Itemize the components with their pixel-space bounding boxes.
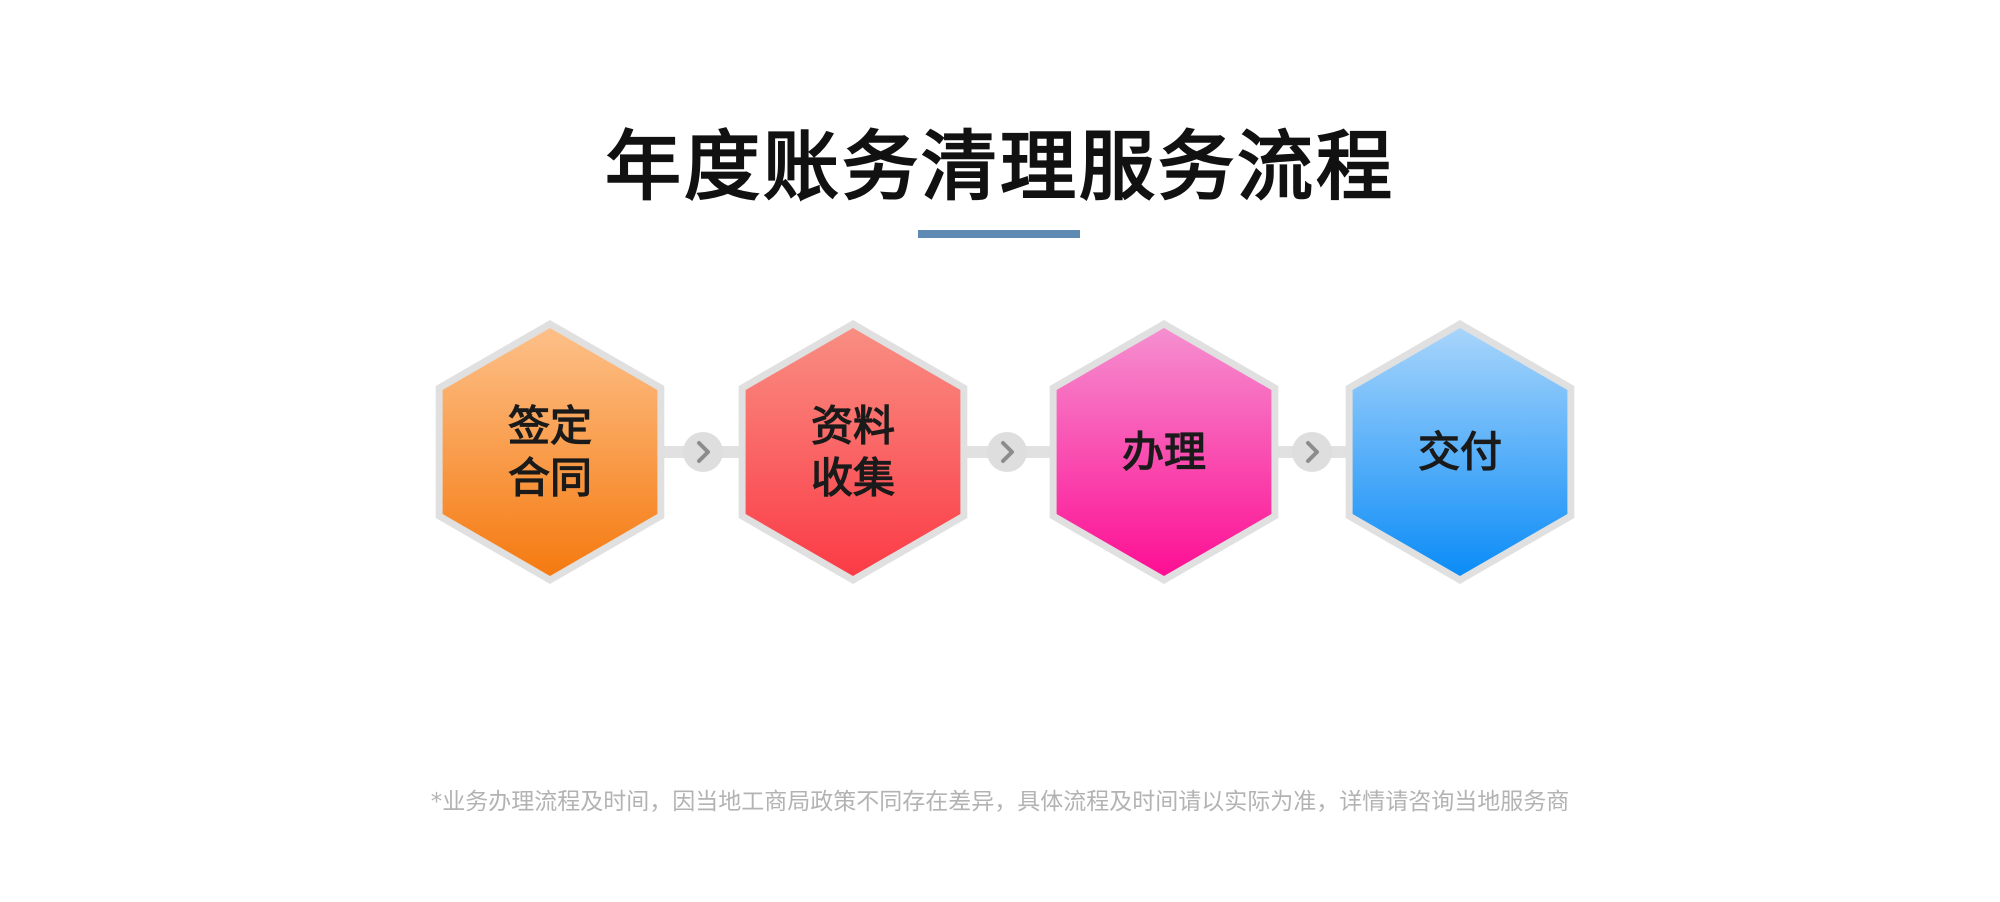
- step-layer: 签定合同资料收集办理交付: [435, 320, 1575, 584]
- page-title: 年度账务清理服务流程: [605, 122, 1395, 211]
- step-3: 办理: [1049, 320, 1279, 584]
- arrow-circle: [987, 432, 1027, 472]
- arrow-connector: [987, 432, 1027, 472]
- hexagon-fill: [1056, 328, 1272, 576]
- arrow-circle: [683, 432, 723, 472]
- hexagon-fill: [442, 328, 658, 576]
- title-underline: [918, 230, 1080, 238]
- step-4: 交付: [1345, 320, 1575, 584]
- chevron-right-icon: [1306, 441, 1319, 463]
- chevron-right-icon: [697, 441, 710, 463]
- step-label: 合同: [508, 454, 592, 503]
- step-label: 交付: [1418, 428, 1502, 477]
- arrow-connector: [1292, 432, 1332, 472]
- step-label: 资料: [811, 402, 895, 451]
- arrow-connector: [683, 432, 723, 472]
- chevron-right-icon: [1001, 441, 1014, 463]
- hexagon-fill: [1352, 328, 1568, 576]
- step-label: 办理: [1122, 428, 1206, 477]
- step-label: 签定: [508, 402, 592, 451]
- hexagon-fill: [745, 328, 961, 576]
- step-label: 收集: [811, 454, 895, 503]
- footnote: *业务办理流程及时间，因当地工商局政策不同存在差异，具体流程及时间请以实际为准，…: [430, 789, 1570, 815]
- arrow-circle: [1292, 432, 1332, 472]
- arrow-layer: [683, 432, 1332, 472]
